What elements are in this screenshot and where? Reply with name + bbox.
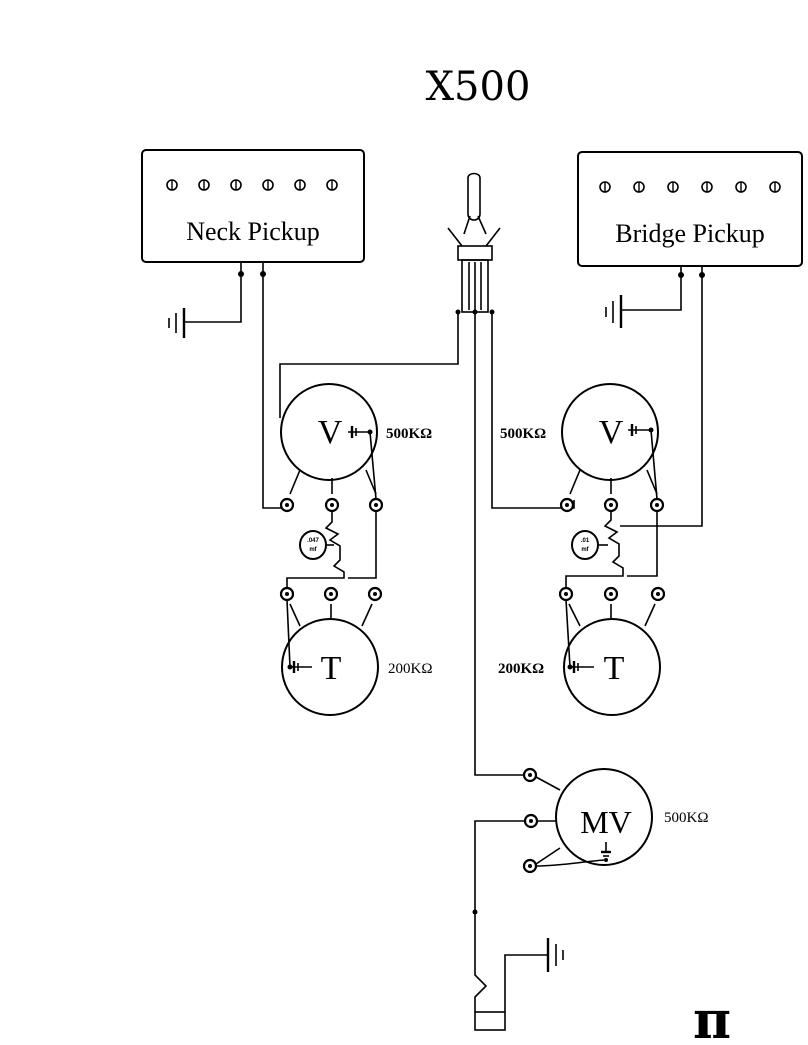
jack-ground-icon [546,938,564,972]
neck-ground-icon [168,308,186,338]
master-volume-ground-icon [601,842,611,862]
bridge-volume-body [561,383,659,481]
neck-tone-capacitor: .047 mf [286,511,377,588]
switch-tip [467,172,481,221]
master-volume-body [555,768,653,866]
bridge-pickup-label: Bridge Pickup [615,219,765,248]
bridge-volume-value: 500KΩ [500,426,546,442]
bridge-pickup-body [577,151,803,267]
neck-volume-letter: V [318,414,343,451]
neck-tone-body [281,618,379,716]
neck-pickup-wiring [168,262,288,509]
master-volume-letter: MV [580,804,632,840]
neck-pickup-poles [166,179,338,191]
switch-to-master-volume-wire [474,312,527,776]
bridge-pickup-poles [599,181,781,193]
switch-to-neck-volume-wire [279,312,459,418]
neck-volume-body [280,383,378,481]
bridge-volume-pot: V 500KΩ [500,383,665,513]
neck-tone-letter: T [321,650,342,687]
bridge-volume-letter: V [599,414,624,451]
brand-logo-icon: π [693,990,731,1045]
neck-tone-value: 200KΩ [388,661,432,677]
neck-tone-pot: T 200KΩ [279,586,432,716]
bridge-tone-pot: T 200KΩ [498,586,666,716]
bridge-ground-icon [605,295,623,328]
switch-to-bridge-volume-wire [491,312,575,509]
output-jack [472,820,564,1031]
pickup-selector-switch [447,172,501,315]
neck-pickup: Neck Pickup [141,149,365,263]
master-volume-value: 500KΩ [664,810,708,826]
neck-pickup-body [141,149,365,263]
neck-volume-pot: V 500KΩ [279,383,432,513]
neck-cap-unit: mf [309,547,317,553]
bridge-tone-value: 200KΩ [498,661,544,677]
neck-volume-value: 500KΩ [386,426,432,442]
neck-cap-value: .047 [307,538,319,544]
bridge-tone-letter: T [604,650,625,687]
neck-volume-ground-icon [348,426,373,438]
bridge-tone-capacitor: .01 mf [565,511,658,588]
master-volume-pot: MV 500KΩ [522,767,708,874]
bridge-pickup-wiring [605,266,705,527]
neck-pickup-label: Neck Pickup [186,217,320,246]
bridge-cap-value: .01 [581,538,590,544]
bridge-pickup: Bridge Pickup [577,151,803,267]
bridge-tone-body [563,618,661,716]
output-jack-body [474,1011,506,1031]
diagram-title: X500 [426,64,531,110]
bridge-cap-unit: mf [581,547,589,553]
